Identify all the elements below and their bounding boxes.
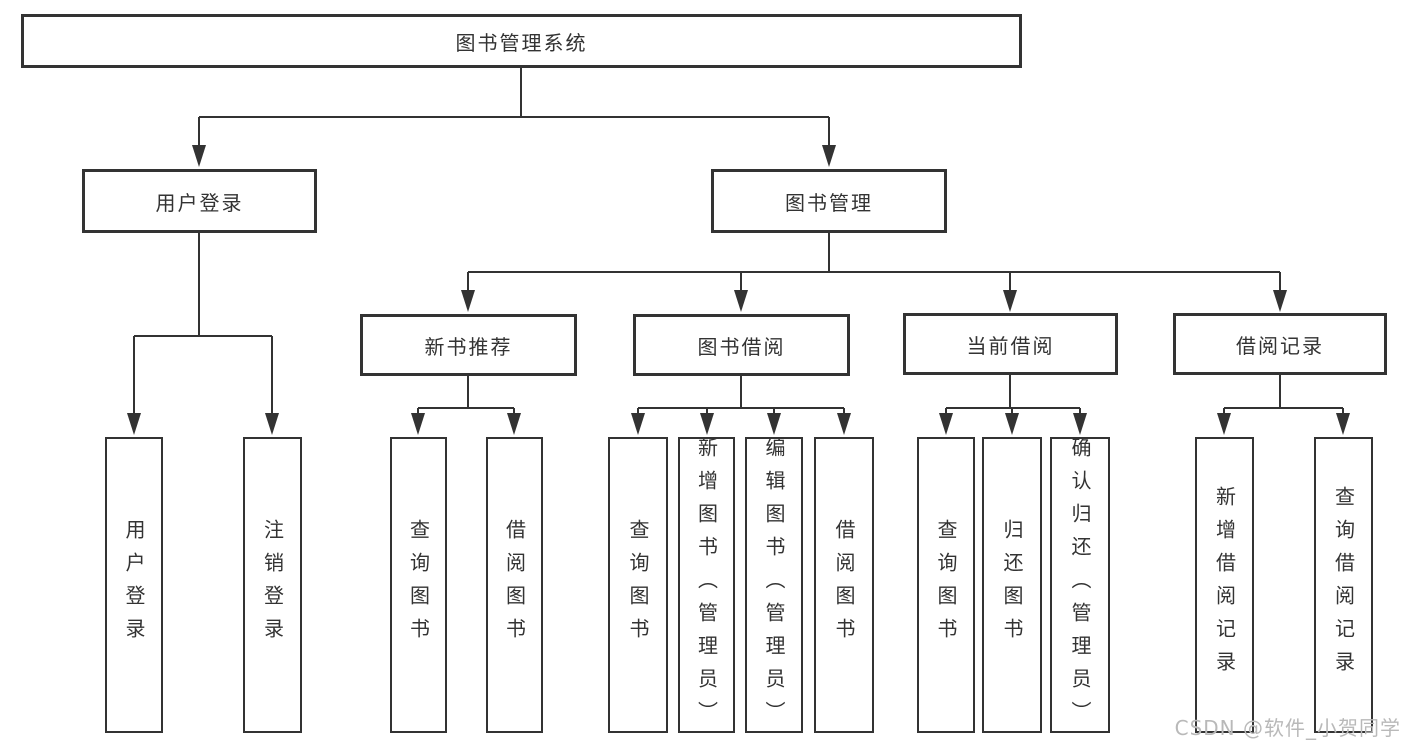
leaf-borrow-add-label: 新增图书（管理员） [694, 436, 719, 734]
leaf-newbook-query: 查询图书 [390, 437, 447, 733]
leaf-record-query-label: 查询借阅记录 [1331, 486, 1356, 684]
leaf-current-return: 归还图书 [982, 437, 1042, 733]
node-new-book-recommend: 新书推荐 [360, 314, 577, 376]
leaf-current-query-label: 查询图书 [934, 519, 958, 651]
watermark: CSDN @软件_小贺同学 [1174, 716, 1401, 740]
node-book-borrow: 图书借阅 [633, 314, 850, 376]
leaf-newbook-query-label: 查询图书 [406, 519, 431, 651]
leaf-current-return-label: 归还图书 [1000, 519, 1024, 651]
leaf-borrow-edit: 编辑图书（管理员） [745, 436, 803, 734]
leaf-borrow-edit-label: 编辑图书（管理员） [762, 436, 786, 734]
node-root-system: 图书管理系统 [21, 14, 1022, 68]
leaf-logout-label: 注销登录 [260, 519, 285, 651]
leaf-current-confirm: 确认归还（管理员） [1050, 436, 1110, 734]
leaf-logout: 注销登录 [243, 437, 302, 733]
node-user-login: 用户登录 [82, 169, 317, 233]
arrowheads [127, 145, 1350, 435]
leaf-record-add-label: 新增借阅记录 [1212, 486, 1237, 684]
leaf-current-confirm-label: 确认归还（管理员） [1068, 436, 1092, 734]
leaf-borrow-borrow-label: 借阅图书 [832, 519, 856, 651]
leaf-newbook-borrow-label: 借阅图书 [502, 519, 527, 651]
leaf-borrow-add: 新增图书（管理员） [678, 436, 735, 734]
leaf-newbook-borrow: 借阅图书 [486, 437, 543, 733]
leaf-record-query: 查询借阅记录 [1314, 437, 1373, 733]
leaf-borrow-borrow: 借阅图书 [814, 437, 874, 733]
leaf-borrow-query-label: 查询图书 [626, 519, 650, 651]
node-borrow-record: 借阅记录 [1173, 313, 1387, 375]
node-book-management: 图书管理 [711, 169, 947, 233]
leaf-user-login-label: 用户登录 [122, 519, 146, 651]
leaf-user-login: 用户登录 [105, 437, 163, 733]
leaf-borrow-query: 查询图书 [608, 437, 668, 733]
node-current-borrow: 当前借阅 [903, 313, 1118, 375]
leaf-record-add: 新增借阅记录 [1195, 437, 1254, 733]
leaf-current-query: 查询图书 [917, 437, 975, 733]
